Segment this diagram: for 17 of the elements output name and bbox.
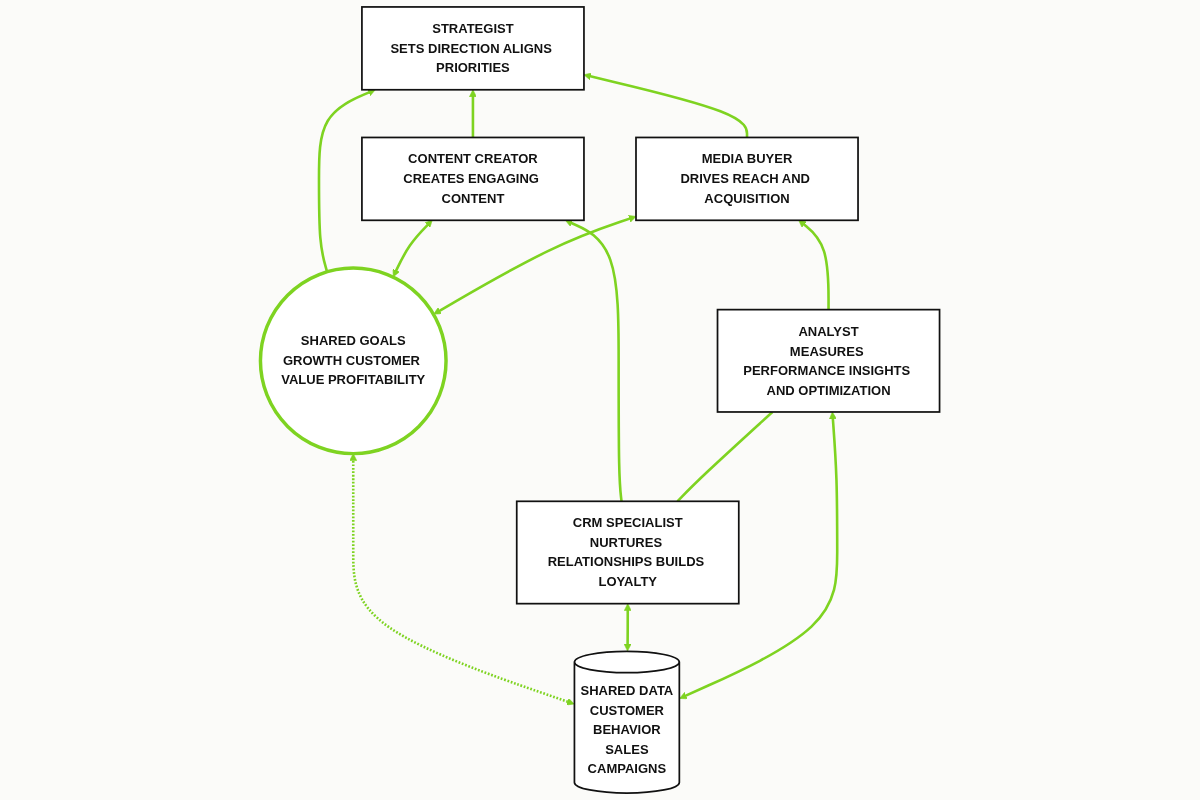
node-box: MEDIA BUYER DRIVES REACH AND ACQUISITION [635, 136, 859, 222]
node-box: CRM SPECIALIST NURTURES RELATIONSHIPS BUILDS LOYALTY [515, 500, 740, 605]
node-box: ANALYST MEASURES PERFORMANCE INSIGHTS AND OPTIMIZATION [716, 308, 941, 413]
arrow [623, 603, 632, 652]
node-circle: SHARED GOALS GROWTH CUSTOMER VALUE PROFITABILITY [258, 266, 448, 456]
connector [676, 411, 774, 503]
node-box: CONTENT CREATOR CREATES ENGAGING CONTENT [361, 136, 585, 222]
arrow [679, 411, 839, 700]
arrow [798, 219, 830, 310]
arrow [469, 89, 477, 138]
arrow [317, 88, 376, 273]
arrow [583, 72, 749, 138]
arrow [349, 453, 575, 706]
arrow [565, 219, 623, 502]
arrow [433, 215, 637, 315]
node-box: STRATEGIST SETS DIRECTION ALIGNS PRIORITIES [361, 6, 585, 91]
arrow [392, 219, 433, 278]
